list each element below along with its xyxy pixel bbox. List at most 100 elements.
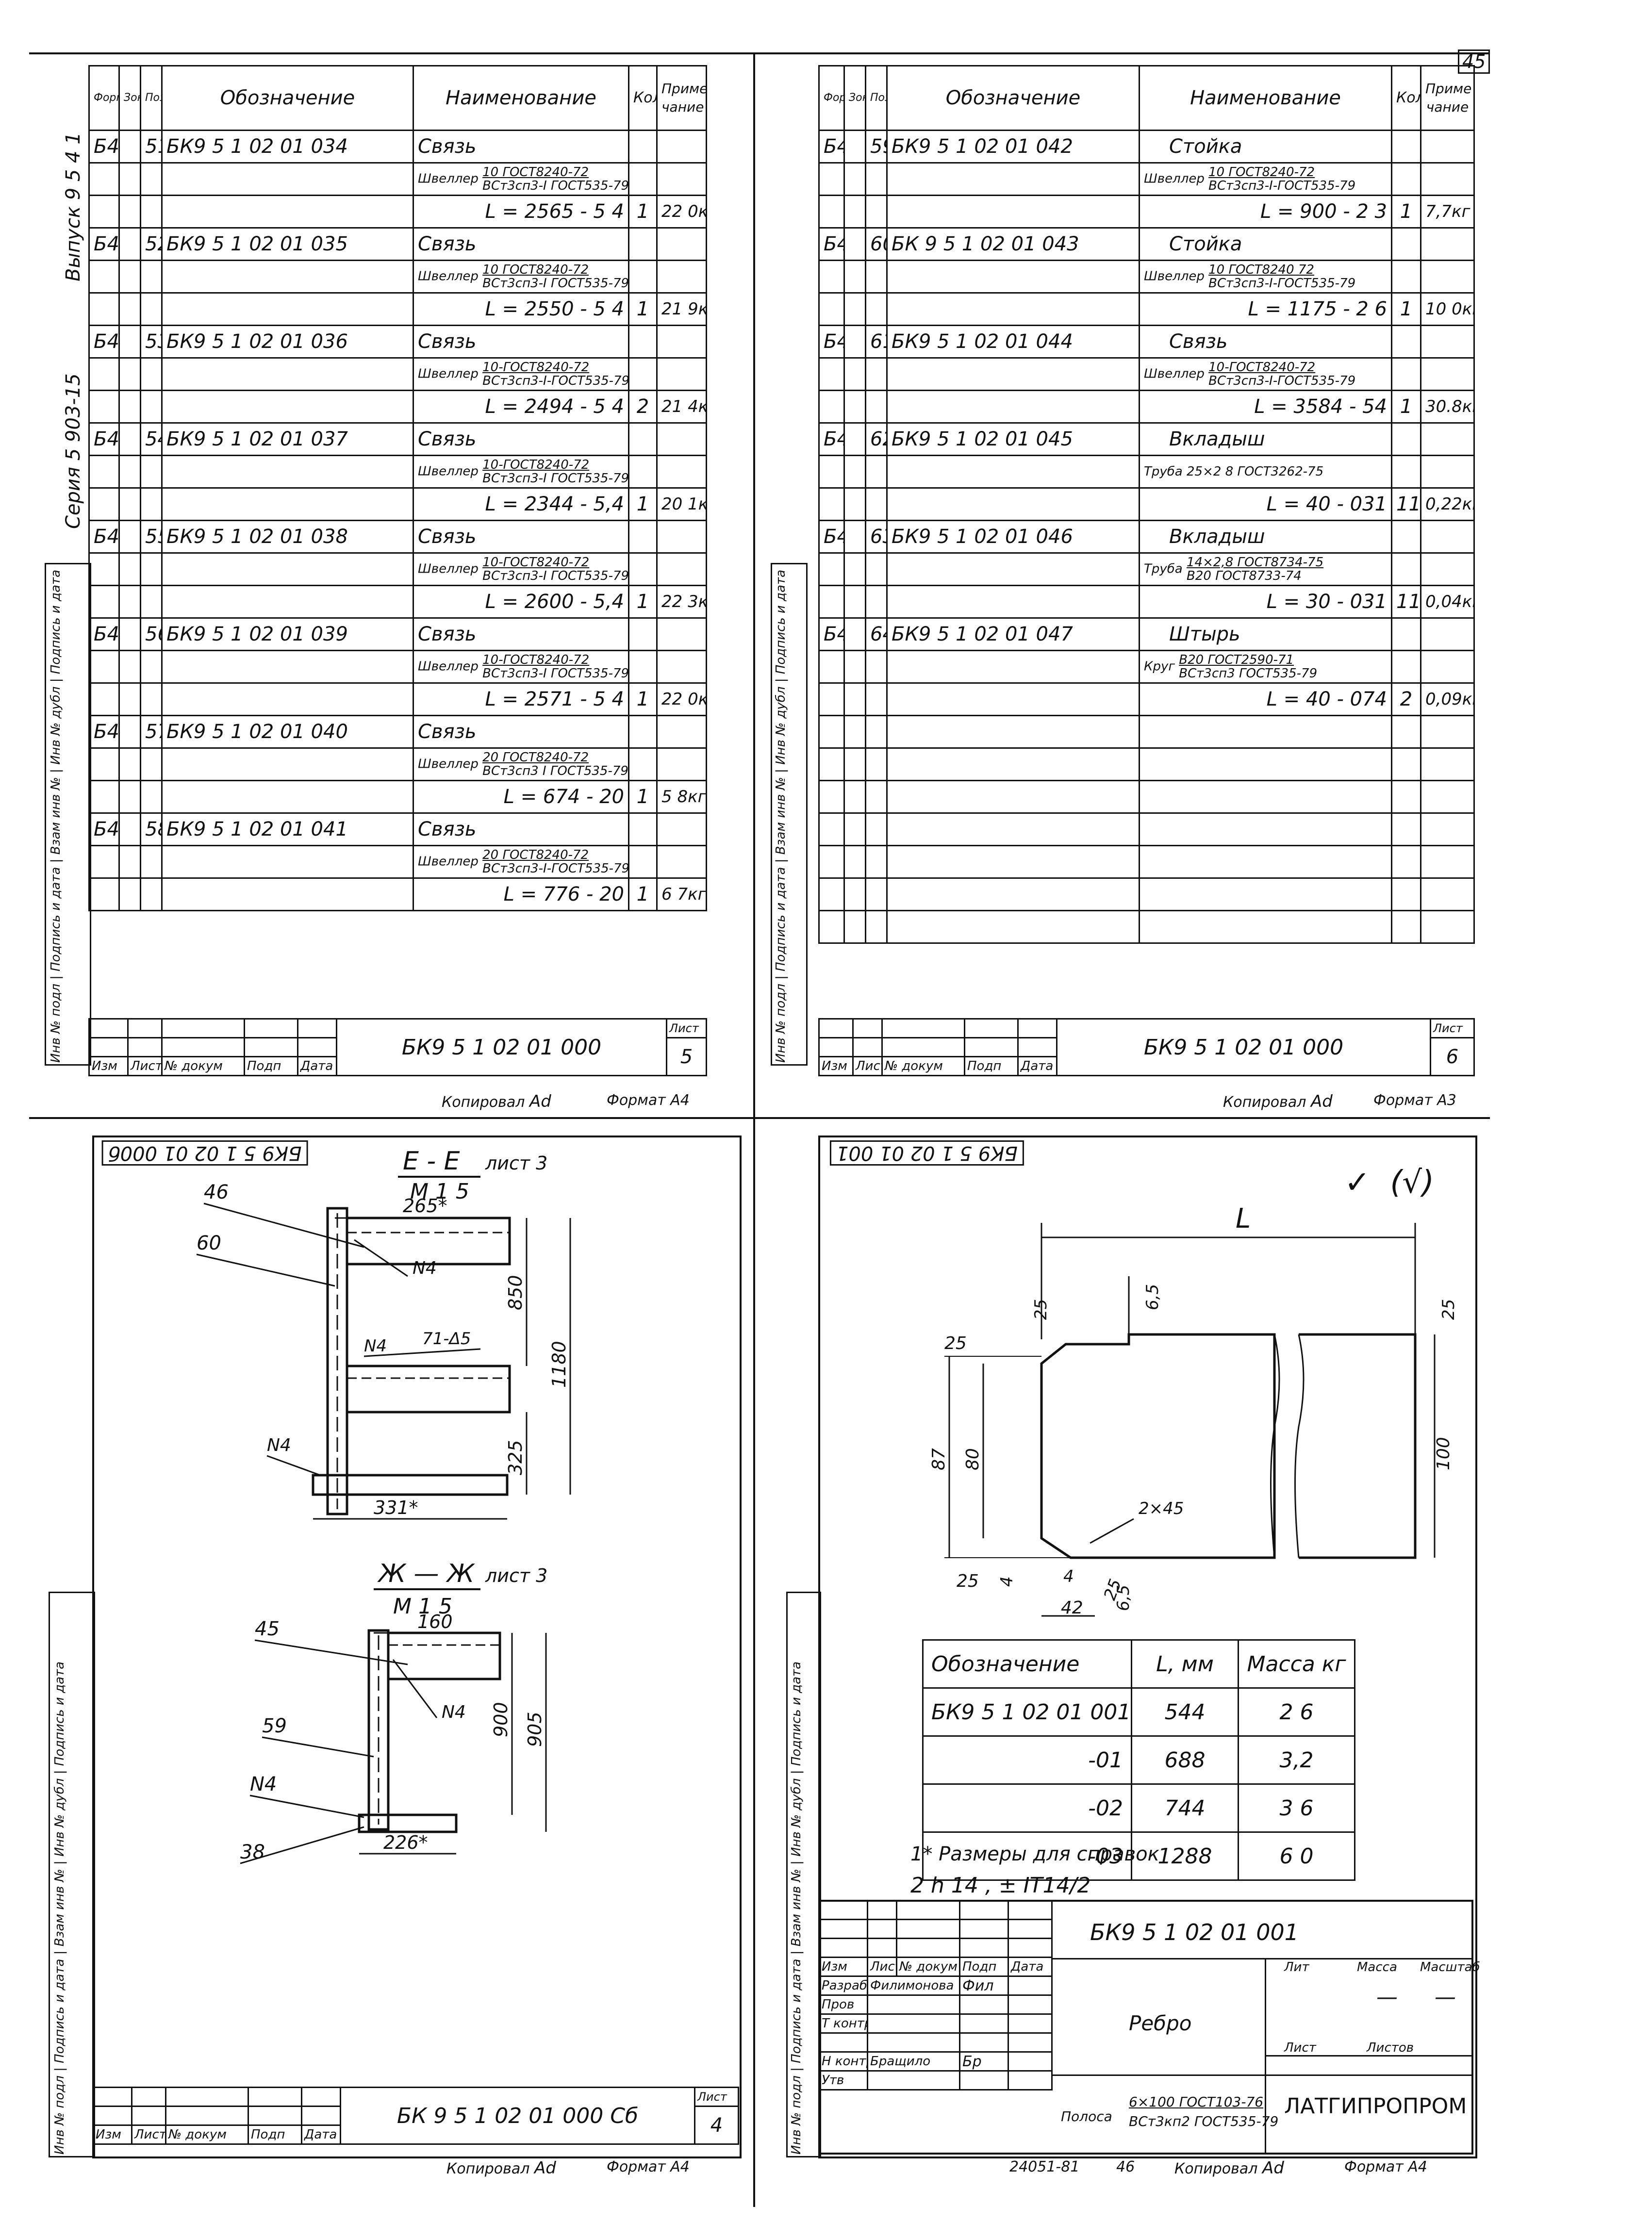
tb-razrab: Разраб bbox=[818, 1975, 868, 1996]
spec-row-empty bbox=[818, 715, 1475, 749]
empty-cell bbox=[161, 585, 414, 619]
empty-cell bbox=[628, 747, 658, 781]
spec-name: Связь bbox=[413, 812, 629, 846]
sheet-stamp-left: БК9 5 1 02 01 000 Лист 5 Изм Лист № доку… bbox=[88, 1018, 707, 1076]
variant-designation: БК9 5 1 02 01 001 bbox=[922, 1687, 1132, 1737]
empty-cell bbox=[656, 325, 707, 359]
spec-format: Б4 bbox=[818, 227, 845, 261]
empty-cell bbox=[1420, 812, 1475, 846]
empty-cell bbox=[161, 552, 414, 586]
empty-cell bbox=[818, 585, 845, 619]
tb-utv: Утв bbox=[818, 2070, 868, 2090]
spec-format: Б4 bbox=[818, 130, 845, 164]
profile-bot: ВСт3сп3 I ГОСТ535-79 bbox=[482, 764, 628, 778]
spec-designation: БК9 5 1 02 01 039 bbox=[161, 617, 414, 651]
empty-cell bbox=[118, 357, 141, 391]
drawing-left-sheet-num: 4 bbox=[694, 2106, 739, 2145]
empty-cell bbox=[628, 325, 658, 359]
spec-format: Б4 bbox=[88, 715, 120, 749]
profile-top: 10-ГОСТ8240-72 bbox=[482, 653, 590, 667]
empty-cell bbox=[628, 650, 658, 684]
hdr-name: Наименование bbox=[413, 65, 629, 131]
spec-pos: 56 bbox=[140, 617, 163, 651]
spec-name: Связь bbox=[413, 422, 629, 456]
stamp-podp: Подп bbox=[244, 1056, 298, 1076]
spec-pos: 63 bbox=[865, 520, 888, 554]
tb-code: БК9 5 1 02 01 001 bbox=[1090, 1919, 1299, 1945]
spec-name: Связь bbox=[413, 227, 629, 261]
spec-note: 21 4кг bbox=[656, 390, 707, 424]
empty-cell bbox=[1139, 910, 1392, 944]
tb-org: ЛАТГИПРОПРОМ bbox=[1284, 2094, 1467, 2119]
empty-cell bbox=[843, 845, 866, 879]
rib-dim-25-d: 25 bbox=[957, 1571, 979, 1591]
drawing-left-code: БК 9 5 1 02 01 000 Сб bbox=[340, 2087, 695, 2145]
spec-designation: БК9 5 1 02 01 045 bbox=[886, 422, 1140, 456]
empty-cell bbox=[865, 162, 888, 196]
profile-top: В20 ГОСТ2590-71 bbox=[1179, 653, 1294, 667]
empty-cell bbox=[818, 780, 845, 814]
drawing-stamp-left: БК 9 5 1 02 01 000 Сб Лист 4 Изм Лист № … bbox=[92, 2087, 739, 2145]
empty-cell bbox=[1420, 422, 1475, 456]
spec-qty: 1 bbox=[1391, 195, 1421, 229]
empty-cell bbox=[865, 650, 888, 684]
spec-row-empty bbox=[818, 877, 1475, 911]
empty-cell bbox=[865, 260, 888, 294]
empty-cell bbox=[865, 812, 888, 846]
hdr-qty-r: Кол bbox=[1391, 65, 1421, 131]
top-border-line bbox=[29, 52, 1490, 54]
spec-pos: 59 bbox=[865, 130, 888, 164]
profile-word: Швеллер bbox=[418, 171, 479, 186]
empty-cell bbox=[1420, 227, 1475, 261]
spec-designation: БК9 5 1 02 01 042 bbox=[886, 130, 1140, 164]
profile-word: Швеллер bbox=[418, 269, 479, 284]
empty-cell bbox=[886, 552, 1140, 586]
empty-cell bbox=[1391, 162, 1421, 196]
spec-designation: БК9 5 1 02 01 035 bbox=[161, 227, 414, 261]
variant-designation: -01 bbox=[922, 1735, 1132, 1785]
empty-cell bbox=[886, 650, 1140, 684]
empty-cell bbox=[818, 260, 845, 294]
profile-bot: В20 ГОСТ8733-74 bbox=[1187, 569, 1302, 583]
empty-cell bbox=[1420, 520, 1475, 554]
spec-note: 6 7кг bbox=[656, 877, 707, 911]
spec-row-empty bbox=[818, 780, 1475, 814]
profile-word: Швеллер bbox=[418, 854, 479, 869]
empty-cell bbox=[843, 422, 866, 456]
spec-format: Б4 bbox=[88, 130, 120, 164]
empty-cell bbox=[1139, 715, 1392, 749]
vt-hdr-length: L, мм bbox=[1131, 1639, 1239, 1689]
tb-material-bot: ВСт3кп2 ГОСТ535-79 bbox=[1129, 2113, 1279, 2129]
tb-hline-3 bbox=[1265, 2055, 1473, 2057]
ee-weld-1: N4 bbox=[413, 1258, 437, 1278]
empty-cell bbox=[88, 585, 120, 619]
empty-cell bbox=[140, 260, 163, 294]
empty-cell bbox=[656, 455, 707, 489]
empty-cell bbox=[843, 162, 866, 196]
empty-cell bbox=[628, 227, 658, 261]
hdr-note-r: Приме чание bbox=[1420, 65, 1475, 131]
profile-top: 14×2,8 ГОСТ8734-75 bbox=[1187, 555, 1324, 570]
empty-cell bbox=[865, 585, 888, 619]
profile-bot: ВСт3сп3-I ГОСТ535-79 bbox=[482, 276, 629, 291]
sheet-label-right: Лист bbox=[1430, 1018, 1475, 1038]
empty-cell bbox=[118, 845, 141, 879]
sheet-label-left: Лист bbox=[666, 1018, 707, 1038]
spec-pos: 64 bbox=[865, 617, 888, 651]
empty-cell bbox=[140, 780, 163, 814]
spec-pos: 58 bbox=[140, 812, 163, 846]
empty-cell bbox=[628, 130, 658, 164]
spec-pos: 55 bbox=[140, 520, 163, 554]
stamp-doc-r: № докум bbox=[881, 1056, 965, 1076]
ee-dim-1180: 1180 bbox=[548, 1341, 570, 1388]
empty-cell bbox=[843, 195, 866, 229]
spec-qty: 1 bbox=[628, 292, 658, 326]
